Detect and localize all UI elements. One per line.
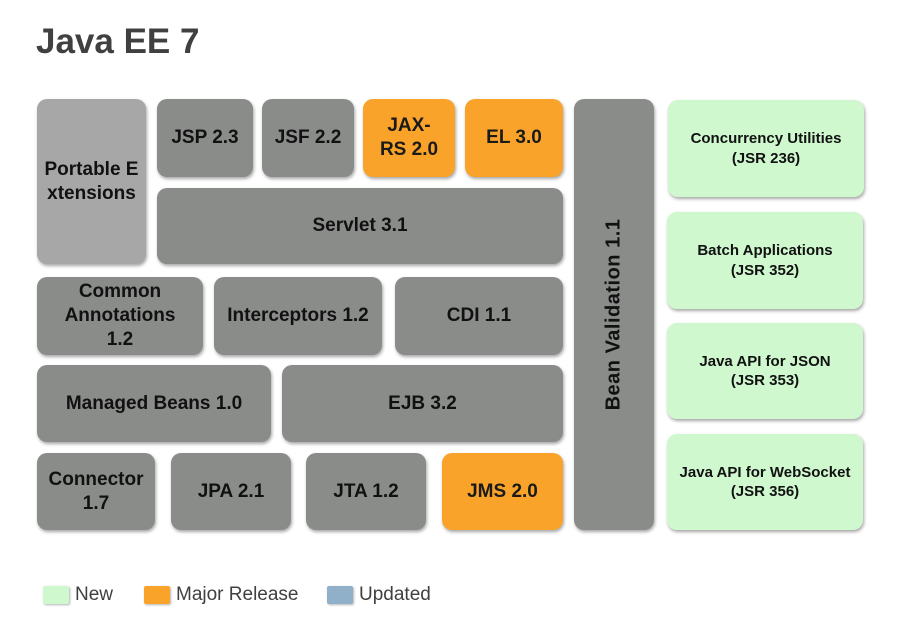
box-label: Managed Beans 1.0 — [65, 392, 243, 414]
box-label: EJB 3.2 — [388, 392, 457, 414]
box-managed-beans: Managed Beans 1.0 — [37, 365, 271, 442]
box-ejb: EJB 3.2 — [282, 365, 563, 442]
api-jsr: (JSR 353) — [730, 372, 800, 389]
box-jsf: JSF 2.2 — [262, 99, 354, 177]
box-label: JMS 2.0 — [467, 480, 538, 502]
box-label: JPA 2.1 — [197, 480, 265, 502]
legend-updated: Updated — [327, 584, 431, 606]
api-jsr: (JSR 356) — [730, 483, 800, 500]
box-connector: Connector 1.7 — [37, 453, 155, 530]
box-label: JTA 1.2 — [333, 480, 399, 502]
legend-label: New — [75, 584, 114, 605]
box-label: Bean Validation 1.1 — [602, 218, 625, 411]
legend-label: Major Release — [176, 584, 299, 605]
box-bean-validation: Bean Validation 1.1 — [574, 99, 654, 530]
box-label: CDI 1.1 — [446, 305, 512, 327]
legend-major-release: Major Release — [144, 584, 299, 606]
page-title: Java EE 7 — [36, 22, 200, 61]
box-jms: JMS 2.0 — [442, 453, 563, 530]
box-json-api: Java API for JSON (JSR 353) — [667, 323, 863, 419]
legend-new: New — [43, 584, 113, 606]
box-label: Portable Extensions — [44, 158, 139, 204]
api-name: Java API for JSON — [699, 352, 831, 370]
box-concurrency-utilities: Concurrency Utilities (JSR 236) — [668, 100, 864, 197]
box-websocket-api: Java API for WebSocket (JSR 356) — [667, 434, 863, 530]
legend-swatch-green — [43, 586, 69, 604]
box-jsp: JSP 2.3 — [157, 99, 253, 177]
box-portable-extensions: Portable Extensions — [37, 99, 146, 264]
api-jsr: (JSR 352) — [730, 261, 800, 279]
box-label: Connector 1.7 — [48, 468, 144, 514]
box-jaxrs: JAX-RS 2.0 — [363, 99, 455, 177]
box-el: EL 3.0 — [465, 99, 563, 177]
box-interceptors: Interceptors 1.2 — [214, 277, 382, 355]
box-label: JAX-RS 2.0 — [379, 115, 439, 160]
box-cdi: CDI 1.1 — [395, 277, 563, 355]
api-name: Batch Applications — [697, 242, 833, 259]
box-label: Common Annotations 1.2 — [64, 281, 176, 350]
box-servlet: Servlet 3.1 — [157, 188, 563, 264]
legend-swatch-blue — [327, 586, 353, 604]
api-name: Java API for WebSocket — [679, 463, 851, 481]
box-common-annotations: Common Annotations 1.2 — [37, 277, 203, 355]
box-jpa: JPA 2.1 — [171, 453, 291, 530]
box-label: EL 3.0 — [486, 127, 542, 149]
legend-label: Updated — [359, 584, 431, 605]
box-jta: JTA 1.2 — [306, 453, 426, 530]
api-jsr: (JSR 236) — [731, 149, 801, 167]
legend-swatch-orange — [144, 586, 170, 604]
box-label: Interceptors 1.2 — [227, 305, 369, 327]
box-label: JSF 2.2 — [274, 127, 342, 149]
box-label: Servlet 3.1 — [312, 215, 408, 237]
box-label: JSP 2.3 — [171, 127, 239, 149]
api-name: Concurrency Utilities — [690, 130, 842, 147]
box-batch-applications: Batch Applications (JSR 352) — [667, 212, 863, 309]
